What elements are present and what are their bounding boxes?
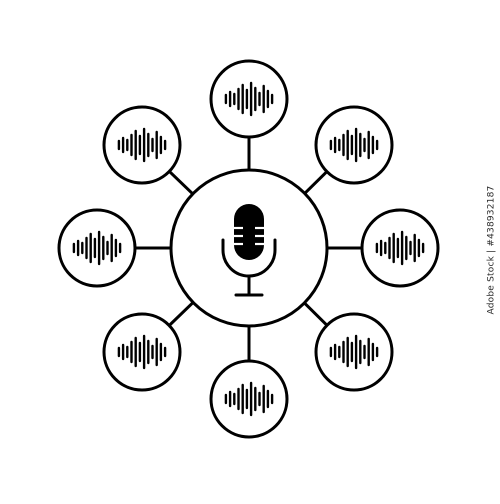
sound-wave-icon	[224, 381, 274, 417]
connector-line-bottom-right	[303, 301, 329, 327]
satellite-circle	[209, 59, 289, 139]
sound-wave-icon	[375, 230, 425, 266]
satellite-circle	[57, 208, 137, 288]
satellite-node-top-left	[102, 105, 182, 185]
hub-node	[169, 168, 329, 328]
microphone-icon	[221, 204, 277, 297]
satellite-circle	[102, 312, 182, 392]
satellite-node-bottom-right	[314, 312, 394, 392]
stock-image-id: Adobe Stock | #438932187	[484, 0, 498, 500]
connector-lines	[135, 137, 362, 361]
satellite-node-top	[209, 59, 289, 139]
satellite-circle	[314, 312, 394, 392]
satellite-node-bottom	[209, 359, 289, 439]
sound-wave-icon	[329, 334, 379, 370]
satellite-circle	[209, 359, 289, 439]
satellite-node-left	[57, 208, 137, 288]
connector-line-top-right	[303, 170, 328, 195]
sound-wave-icon	[117, 127, 167, 163]
stock-image-id-text: Adobe Stock | #438932187	[486, 185, 496, 315]
sound-wave-icon	[329, 127, 379, 163]
satellite-nodes	[57, 59, 440, 439]
satellite-node-top-right	[314, 105, 394, 185]
connector-line-bottom-left	[168, 301, 195, 327]
satellite-node-right	[360, 208, 440, 288]
sound-wave-icon	[224, 81, 274, 117]
connector-line-top-left	[168, 170, 194, 195]
satellite-circle	[360, 208, 440, 288]
satellite-node-bottom-left	[102, 312, 182, 392]
microphone-capsule	[234, 204, 264, 260]
satellite-circle	[314, 105, 394, 185]
sound-wave-icon	[117, 334, 167, 370]
satellite-circle	[102, 105, 182, 185]
sound-wave-icon	[72, 230, 122, 266]
